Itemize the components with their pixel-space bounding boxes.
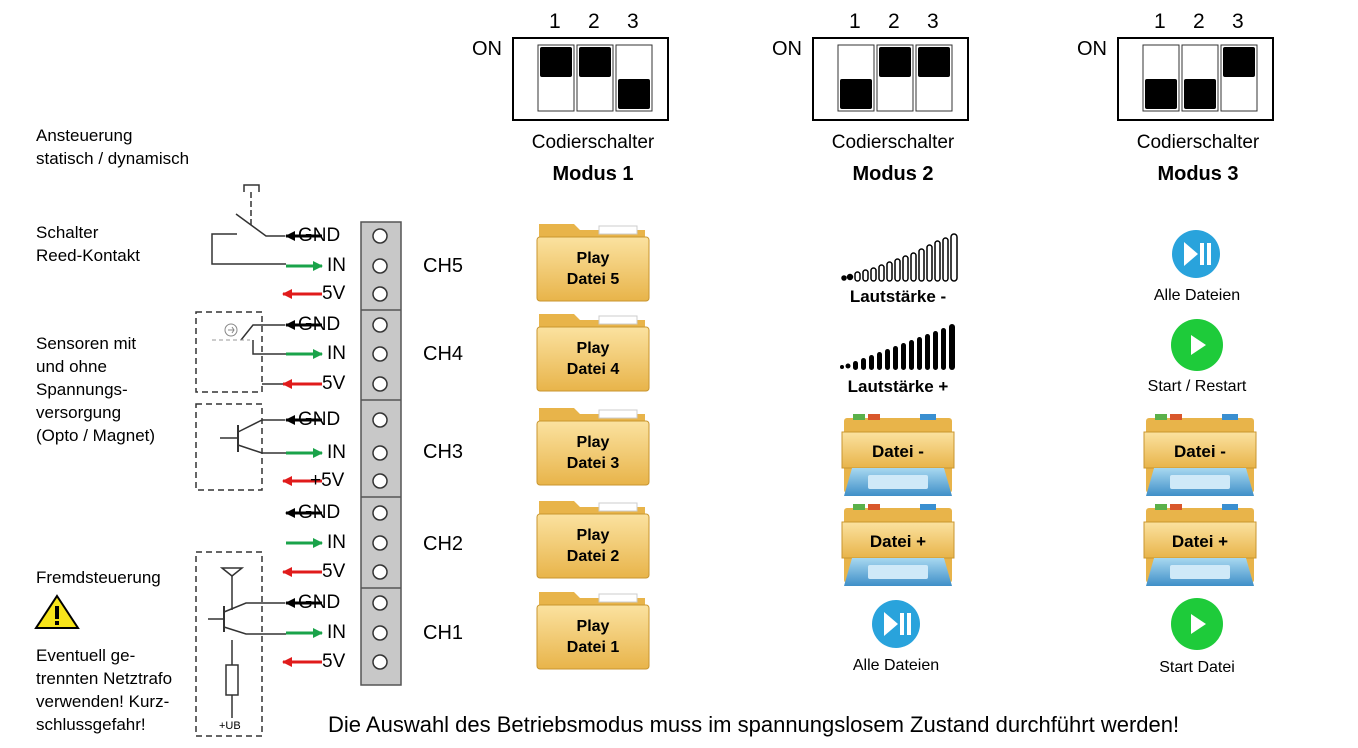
codierschalter-label: Codierschalter xyxy=(531,132,655,153)
pin-label: IN xyxy=(327,343,346,364)
transistor-box xyxy=(195,403,286,491)
footer-note: Die Auswahl des Betriebsmodus muss im sp… xyxy=(328,712,1180,737)
pin-label: GND xyxy=(298,225,341,246)
play-icon xyxy=(1171,319,1223,371)
volume-up-icon xyxy=(840,324,955,370)
dip-number: 1 xyxy=(1154,10,1166,33)
pin-label: IN xyxy=(327,622,346,643)
play-icon xyxy=(1171,598,1223,650)
folder-label: Datei + xyxy=(1171,532,1229,551)
mode-title: Modus 3 xyxy=(1157,163,1239,185)
sensor-box xyxy=(195,311,286,393)
start-datei-label: Start Datei xyxy=(1159,659,1235,676)
dip-number: 1 xyxy=(849,10,861,33)
folder-plus-icon xyxy=(841,504,955,586)
folder-icon xyxy=(536,592,650,670)
mode-title: Modus 1 xyxy=(552,163,634,185)
dip-switch-mode3 xyxy=(1117,37,1274,121)
dip-on-label: ON xyxy=(772,38,802,60)
folder-label: Datei + xyxy=(869,532,927,551)
modus1-folders xyxy=(536,224,650,670)
volume-down-icon xyxy=(841,233,958,282)
play-pause-icon xyxy=(872,600,920,648)
dip-number: 2 xyxy=(1193,10,1205,33)
explorer-folders xyxy=(841,414,1257,586)
dip-number: 2 xyxy=(888,10,900,33)
pin-label: IN xyxy=(327,532,346,553)
volume-down-label: Lautstärke - xyxy=(849,287,947,306)
dip-switch-mode1 xyxy=(512,37,669,121)
play-pause-icon xyxy=(1172,230,1220,278)
dip-switch-mode2 xyxy=(812,37,969,121)
folder-icon xyxy=(536,224,650,302)
switch-symbol xyxy=(211,184,286,265)
codierschalter-label: Codierschalter xyxy=(831,132,955,153)
alle-dateien-label: Alle Dateien xyxy=(852,657,940,674)
pin-arrows xyxy=(282,231,323,667)
pin-label: +5V xyxy=(310,470,345,491)
folder-icon xyxy=(536,314,650,392)
alle-dateien-label: Alle Dateien xyxy=(1153,287,1241,304)
pin-label: 5V xyxy=(322,561,346,582)
codierschalter-label: Codierschalter xyxy=(1136,132,1260,153)
mode-title: Modus 2 xyxy=(852,163,934,185)
dip-number: 3 xyxy=(1232,10,1244,33)
pin-label: 5V xyxy=(322,283,346,304)
ub-label: +UB xyxy=(219,720,241,732)
channel-label: CH4 xyxy=(423,343,464,365)
warning-icon xyxy=(34,594,80,629)
folder-minus-icon xyxy=(1143,414,1257,496)
dip-number: 1 xyxy=(549,10,561,33)
dip-number: 3 xyxy=(627,10,639,33)
folder-icon xyxy=(536,501,650,579)
channel-label: CH2 xyxy=(423,533,464,555)
volume-up-label: Lautstärke + xyxy=(847,377,949,396)
pin-label: 5V xyxy=(322,651,346,672)
pin-label: GND xyxy=(298,502,341,523)
dip-number: 3 xyxy=(927,10,939,33)
channel-label: CH5 xyxy=(423,255,464,277)
dip-on-label: ON xyxy=(472,38,502,60)
pin-label: GND xyxy=(298,409,341,430)
pin-label: IN xyxy=(327,442,346,463)
channel-label: CH1 xyxy=(423,622,464,644)
pin-label: 5V xyxy=(322,373,346,394)
external-control-box xyxy=(195,551,286,737)
pin-label: IN xyxy=(327,255,346,276)
folder-label: Datei - xyxy=(1174,442,1226,461)
dip-number: 2 xyxy=(588,10,600,33)
folder-minus-icon xyxy=(841,414,955,496)
start-restart-label: Start / Restart xyxy=(1147,378,1247,395)
fremdsteuerung-label: Fremdsteuerung xyxy=(36,568,161,587)
dip-on-label: ON xyxy=(1077,38,1107,60)
channel-label: CH3 xyxy=(423,441,464,463)
pin-label: GND xyxy=(298,592,341,613)
folder-plus-icon xyxy=(1143,504,1257,586)
folder-label: Datei - xyxy=(872,442,924,461)
terminal-strip xyxy=(360,221,402,686)
pin-label: GND xyxy=(298,314,341,335)
folder-icon xyxy=(536,408,650,486)
